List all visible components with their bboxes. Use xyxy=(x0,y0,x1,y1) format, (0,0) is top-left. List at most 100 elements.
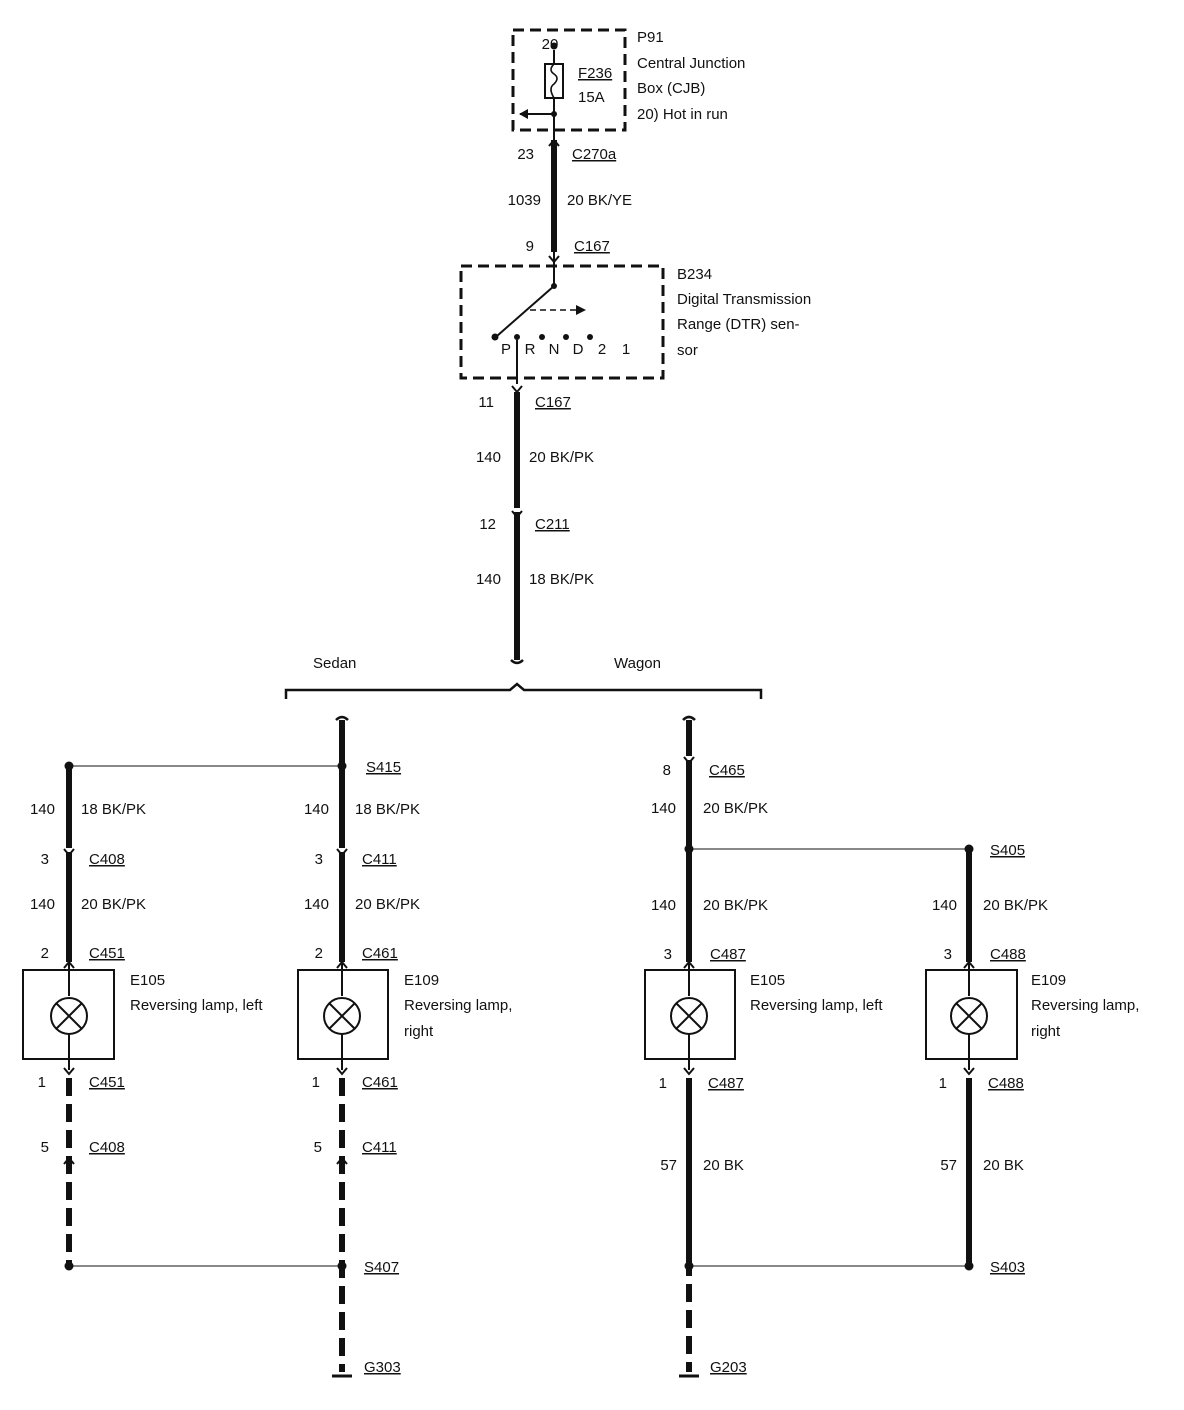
c167-out-connector: C167 xyxy=(535,394,571,411)
dtr-pos-2: 2 xyxy=(598,341,606,358)
cjb-desc-1: Central Junction xyxy=(637,55,745,72)
c270a-connector: C270a xyxy=(572,146,617,163)
branch-sedan-label: Sedan xyxy=(313,655,356,672)
dtr-desc-1: Digital Transmission xyxy=(677,291,811,308)
wagon-left-c2-pin: 1 xyxy=(659,1075,667,1092)
sedan-left-lamp-id: E105 xyxy=(130,972,165,989)
sedan-right-c1-pin: 3 xyxy=(315,851,323,868)
wagon-right-c1-pin: 3 xyxy=(944,946,952,963)
s405-splice: S405 xyxy=(990,842,1025,859)
sedan-right-c3-pin: 1 xyxy=(312,1074,320,1091)
wire-1039-spec: 20 BK/YE xyxy=(567,192,632,209)
cjb-id: P91 xyxy=(637,29,664,46)
dtr-sensor: P R N D 2 1 B234 Digital Transmission Ra… xyxy=(459,262,811,384)
dtr-pos-r: R xyxy=(525,341,536,358)
sedan-circuit: S415 140 18 BK/PK 3 C408 140 20 BK/PK 2 … xyxy=(22,715,512,1378)
dtr-desc-2: Range (DTR) sen- xyxy=(677,316,800,333)
wire-140a-circuit: 140 xyxy=(476,449,501,466)
central-junction-box: 20 F236 15A P91 Central Junction Box (CJ… xyxy=(511,28,745,140)
wagon-right-w2-spec: 20 BK/PK xyxy=(983,897,1048,914)
sedan-right-c2-pin: 2 xyxy=(315,945,323,962)
cjb-pin: 20 xyxy=(542,36,559,53)
wagon-right-c2-pin: 1 xyxy=(939,1075,947,1092)
sedan-left-c4-connector: C408 xyxy=(89,1139,125,1156)
sedan-right-c4-connector: C411 xyxy=(362,1139,397,1156)
sedan-left-c2-pin: 2 xyxy=(41,945,49,962)
lamp-icon xyxy=(950,997,988,1035)
sedan-right-lamp-desc-2: right xyxy=(404,1023,434,1040)
wagon-left-c1-connector: C487 xyxy=(710,946,746,963)
sedan-left-c3-pin: 1 xyxy=(38,1074,46,1091)
wagon-right-c1-connector: C488 xyxy=(990,946,1026,963)
sedan-left-c4-pin: 5 xyxy=(41,1139,49,1156)
c211-connector: C211 xyxy=(535,516,570,533)
sedan-right-w1-circuit: 140 xyxy=(304,801,329,818)
sedan-right-c3-connector: C461 xyxy=(362,1074,398,1091)
wagon-right-lamp-id: E109 xyxy=(1031,972,1066,989)
sedan-left-c2-connector: C451 xyxy=(89,945,125,962)
wagon-w1-circuit: 140 xyxy=(651,800,676,817)
sedan-right-lamp-id: E109 xyxy=(404,972,439,989)
c167-out-pin: 11 xyxy=(478,394,494,411)
dtr-pos-n: N xyxy=(549,341,560,358)
sedan-left-w1-circuit: 140 xyxy=(30,801,55,818)
s403-splice: S403 xyxy=(990,1259,1025,1276)
lamp-icon xyxy=(50,997,88,1035)
cjb-desc-2: Box (CJB) xyxy=(637,80,705,97)
lamp-icon xyxy=(323,997,361,1035)
wagon-circuit: 8 C465 140 20 BK/PK S405 140 20 BK/PK 3 … xyxy=(644,715,1139,1378)
sedan-left-lamp-desc: Reversing lamp, left xyxy=(130,997,263,1014)
sedan-left-w2-circuit: 140 xyxy=(30,896,55,913)
sedan-right-w2-circuit: 140 xyxy=(304,896,329,913)
dtr-id: B234 xyxy=(677,266,712,283)
sedan-right-w2-spec: 20 BK/PK xyxy=(355,896,420,913)
sedan-right-c2-connector: C461 xyxy=(362,945,398,962)
g203-ground: G203 xyxy=(710,1359,747,1376)
wire-1039-circuit: 1039 xyxy=(508,192,541,209)
c167-in-connector: C167 xyxy=(574,238,610,255)
wagon-left-lamp-desc: Reversing lamp, left xyxy=(750,997,883,1014)
cjb-desc-3: 20) Hot in run xyxy=(637,106,728,123)
wagon-left-lamp-id: E105 xyxy=(750,972,785,989)
wagon-right-w2-circuit: 140 xyxy=(932,897,957,914)
dtr-pos-p: P xyxy=(501,341,511,358)
dtr-pos-d: D xyxy=(573,341,584,358)
wire-140b-circuit: 140 xyxy=(476,571,501,588)
wagon-right-lamp-desc-1: Reversing lamp, xyxy=(1031,997,1139,1014)
c465-pin: 8 xyxy=(663,762,671,779)
wagon-left-w2-circuit: 140 xyxy=(651,897,676,914)
wagon-w1-spec: 20 BK/PK xyxy=(703,800,768,817)
wagon-right-c2-connector: C488 xyxy=(988,1075,1024,1092)
wagon-right-w3-circuit: 57 xyxy=(940,1157,957,1174)
sedan-left-c1-pin: 3 xyxy=(41,851,49,868)
s415-splice: S415 xyxy=(366,759,401,776)
c270a-pin: 23 xyxy=(517,146,534,163)
fuse-rating: 15A xyxy=(578,89,605,106)
dtr-desc-3: sor xyxy=(677,342,698,359)
wire-140a-spec: 20 BK/PK xyxy=(529,449,594,466)
sedan-left-w1-spec: 18 BK/PK xyxy=(81,801,146,818)
dtr-pos-1: 1 xyxy=(622,341,630,358)
s407-splice: S407 xyxy=(364,1259,399,1276)
wire-140-main: 11 C167 140 20 BK/PK 12 C211 140 18 BK/P… xyxy=(476,385,594,665)
sedan-right-lamp-desc-1: Reversing lamp, xyxy=(404,997,512,1014)
branch-wagon-label: Wagon xyxy=(614,655,661,672)
c211-pin: 12 xyxy=(479,516,496,533)
wagon-left-w3-circuit: 57 xyxy=(660,1157,677,1174)
sedan-left-c3-connector: C451 xyxy=(89,1074,125,1091)
fuse-id: F236 xyxy=(578,65,612,82)
wagon-right-lamp-desc-2: right xyxy=(1031,1023,1061,1040)
c465-connector: C465 xyxy=(709,762,745,779)
wagon-left-w2-spec: 20 BK/PK xyxy=(703,897,768,914)
sedan-right-c4-pin: 5 xyxy=(314,1139,322,1156)
wagon-right-w3-spec: 20 BK xyxy=(983,1157,1024,1174)
wagon-left-c2-connector: C487 xyxy=(708,1075,744,1092)
wire-1039: 23 C270a 1039 20 BK/YE 9 C167 xyxy=(508,139,632,263)
g303-ground: G303 xyxy=(364,1359,401,1376)
branch-bracket: Sedan Wagon xyxy=(284,655,763,699)
c167-in-pin: 9 xyxy=(526,238,534,255)
wagon-left-w3-spec: 20 BK xyxy=(703,1157,744,1174)
wire-140b-spec: 18 BK/PK xyxy=(529,571,594,588)
sedan-right-w1-spec: 18 BK/PK xyxy=(355,801,420,818)
